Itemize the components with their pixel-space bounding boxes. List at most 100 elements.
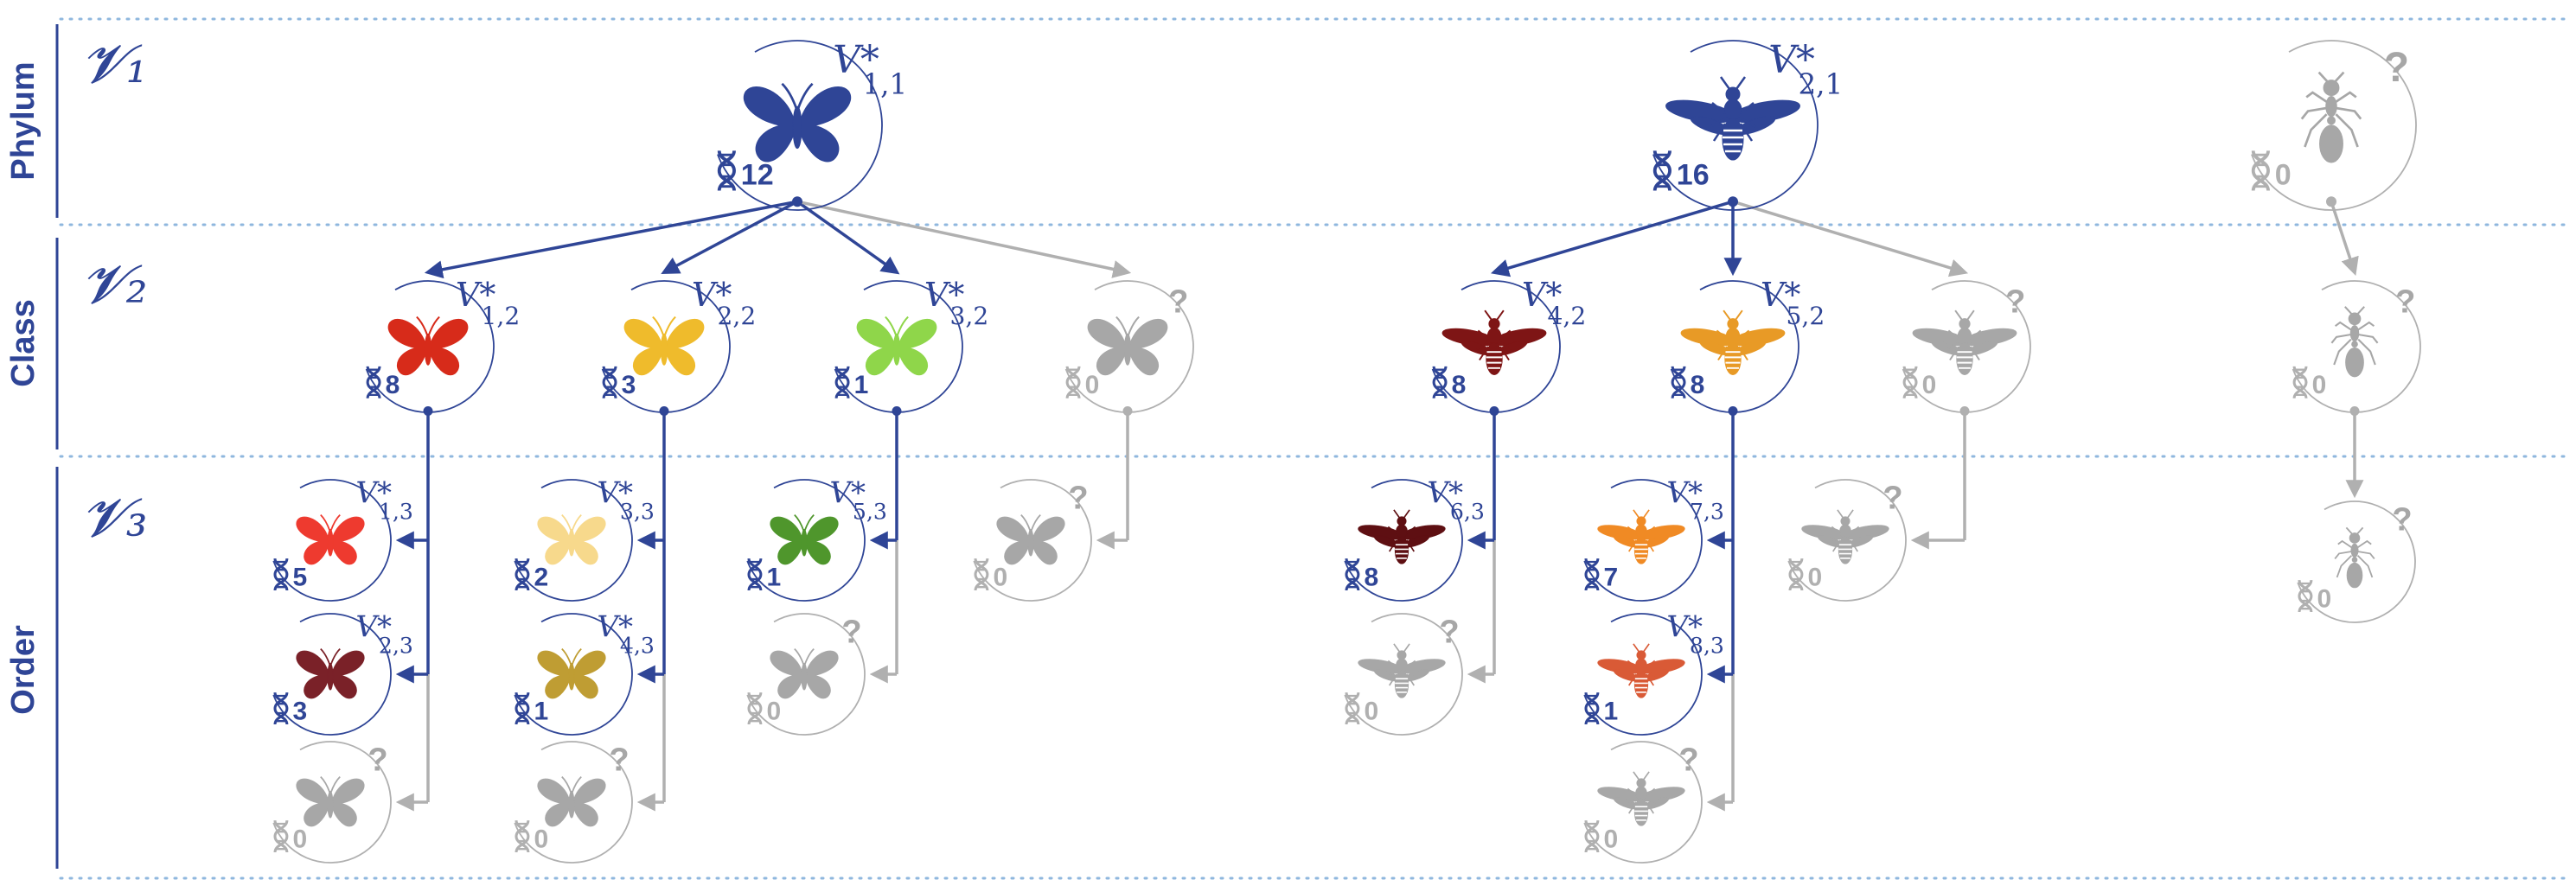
dna-icon bbox=[717, 149, 736, 193]
sample-count: 0 bbox=[1364, 697, 1378, 725]
taxon-node-o9: 0? bbox=[973, 479, 1092, 602]
node-label: V* bbox=[597, 610, 633, 645]
node-ring bbox=[272, 479, 392, 602]
sample-count: 0 bbox=[2275, 158, 2292, 191]
taxon-node-c1: 8V*1,2 bbox=[365, 276, 521, 413]
node-label-subscript: 5,2 bbox=[1787, 302, 1825, 330]
node-label: V* bbox=[1522, 276, 1562, 314]
node-label-subscript: 1,3 bbox=[379, 499, 413, 524]
node-ring bbox=[1670, 280, 1799, 413]
butterfly-icon bbox=[742, 82, 853, 163]
ant-icon bbox=[2300, 71, 2362, 164]
node-label-subscript: 5,3 bbox=[853, 499, 887, 524]
level-label-v2: 𝓥₂ bbox=[81, 252, 148, 316]
node-ring bbox=[834, 280, 963, 413]
node-label-subscript: 4,3 bbox=[620, 633, 655, 658]
ant-icon bbox=[2334, 526, 2375, 589]
sample-count: 0 bbox=[766, 697, 781, 725]
node-ring bbox=[1583, 479, 1703, 602]
node-label-subscript: 1,2 bbox=[482, 302, 521, 330]
sample-count: 5 bbox=[292, 563, 307, 591]
side-label-phylum: Phylum bbox=[5, 61, 42, 180]
taxon-node-p3: 0? bbox=[2251, 40, 2417, 211]
node-ring bbox=[1344, 479, 1463, 602]
node-ring bbox=[746, 479, 866, 602]
sample-count: 1 bbox=[534, 697, 548, 725]
node-label-subscript: 3,3 bbox=[620, 499, 655, 524]
sample-count: 0 bbox=[1807, 563, 1822, 591]
taxon-node-o11: 0? bbox=[1344, 613, 1463, 736]
dna-icon bbox=[1652, 149, 1672, 193]
sample-count: 8 bbox=[1452, 371, 1467, 399]
node-ring bbox=[1787, 479, 1907, 602]
butterfly-icon bbox=[387, 316, 470, 376]
taxon-node-o16: 0? bbox=[2297, 500, 2416, 623]
taxon-node-p1: 12V*1,1 bbox=[717, 38, 907, 211]
edge-origin-dot bbox=[1489, 405, 1499, 416]
node-label: V* bbox=[355, 476, 392, 511]
butterfly-icon bbox=[769, 647, 840, 699]
sample-count: 0 bbox=[534, 825, 548, 853]
butterfly-icon bbox=[769, 513, 840, 565]
taxon-node-o1: 5 V*1,3 bbox=[272, 476, 413, 602]
node-label: V* bbox=[456, 276, 495, 314]
wasp-icon bbox=[1357, 509, 1447, 565]
sample-count: 0 bbox=[2312, 371, 2327, 399]
tree-edge bbox=[796, 200, 1132, 278]
taxon-node-o3: 0? bbox=[272, 741, 392, 864]
node-ring bbox=[365, 280, 495, 413]
node-label-subscript: 6,3 bbox=[1450, 499, 1485, 524]
taxon-node-c5: 8 V*4,2 bbox=[1431, 276, 1587, 413]
node-ring bbox=[1583, 741, 1703, 864]
side-label-class: Class bbox=[5, 299, 42, 386]
node-ring bbox=[2251, 40, 2417, 211]
sample-count: 1 bbox=[1603, 697, 1618, 725]
wasp-icon bbox=[1664, 75, 1802, 162]
taxon-node-o10: 8 V*6,3 bbox=[1344, 476, 1485, 602]
node-label: V* bbox=[597, 476, 633, 511]
taxon-node-o13: 1V*8,3 bbox=[1583, 610, 1724, 736]
node-label-subscript: 7,3 bbox=[1690, 499, 1724, 524]
tree-edge bbox=[424, 200, 798, 279]
taxon-node-c7: 0? bbox=[1902, 280, 2031, 413]
unknown-marker: ? bbox=[609, 743, 629, 779]
level-label-v1: 𝓥₁ bbox=[81, 32, 148, 95]
sample-count: 8 bbox=[1364, 563, 1378, 591]
edge-origin-dot bbox=[2326, 196, 2336, 207]
taxon-node-c4: 0? bbox=[1064, 280, 1194, 413]
ant-icon bbox=[2330, 305, 2379, 379]
sample-count: 0 bbox=[993, 563, 1007, 591]
unknown-marker: ? bbox=[2395, 284, 2415, 320]
node-ring bbox=[272, 741, 392, 864]
sample-count: 0 bbox=[1085, 371, 1100, 399]
tree-edges bbox=[395, 196, 2364, 812]
tree-nodes: 12V*1,116V*2,10?8V*1,23V*2,21V*3,20?8V*4… bbox=[272, 38, 2421, 864]
taxon-node-o8: 0? bbox=[746, 613, 866, 736]
unknown-marker: ? bbox=[1439, 615, 1459, 651]
node-label-subscript: 1,1 bbox=[862, 67, 907, 100]
butterfly-icon bbox=[623, 316, 706, 376]
sample-count: 0 bbox=[2317, 584, 2331, 613]
side-label-order: Order bbox=[5, 625, 42, 715]
node-ring bbox=[514, 741, 633, 864]
tree-edge bbox=[2330, 201, 2359, 276]
unknown-marker: ? bbox=[841, 615, 861, 651]
wasp-icon bbox=[1596, 771, 1686, 827]
node-label-subscript: 8,3 bbox=[1690, 633, 1724, 658]
edge-origin-dot bbox=[659, 405, 669, 416]
node-label-subscript: 4,2 bbox=[1548, 302, 1587, 330]
butterfly-icon bbox=[295, 513, 366, 565]
taxon-node-c8: 0? bbox=[2292, 280, 2421, 413]
node-ring bbox=[746, 613, 866, 736]
taxon-node-p2: 16V*2,1 bbox=[1652, 38, 1843, 211]
edge-origin-dot bbox=[1728, 196, 1738, 207]
edge-origin-dot bbox=[892, 405, 902, 416]
edge-origin-dot bbox=[2349, 405, 2360, 416]
node-ring bbox=[601, 280, 731, 413]
node-label-subscript: 3,2 bbox=[950, 302, 989, 330]
node-label: V* bbox=[1666, 476, 1703, 511]
node-label: V* bbox=[1427, 476, 1463, 511]
node-ring bbox=[514, 613, 633, 736]
butterfly-icon bbox=[536, 513, 607, 565]
